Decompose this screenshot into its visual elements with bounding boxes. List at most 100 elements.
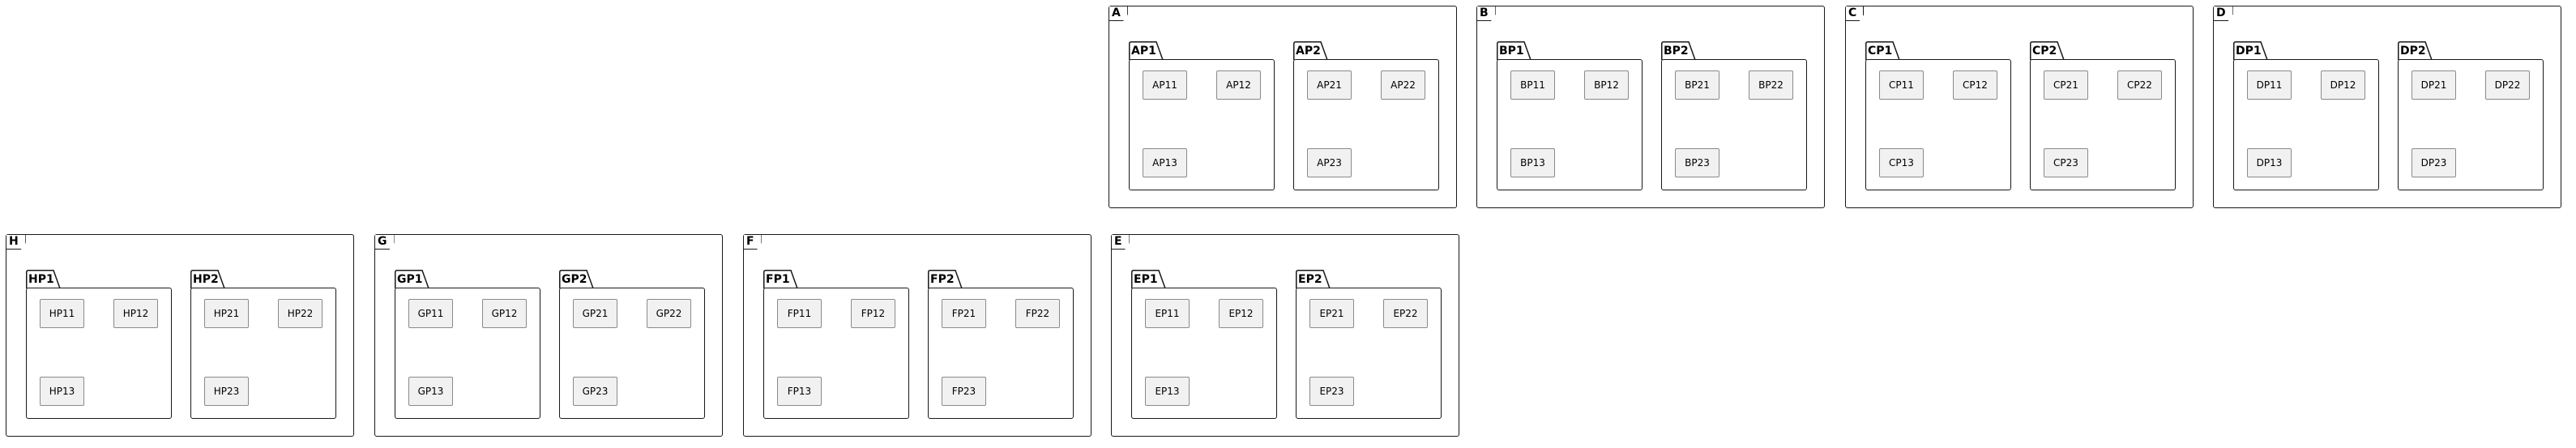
package-tab-shape <box>559 270 594 289</box>
component-hp11[interactable]: HP11 <box>40 299 84 328</box>
component-ep22[interactable]: EP22 <box>1383 299 1428 328</box>
frame-label: F <box>744 235 762 250</box>
frame-label: B <box>1477 6 1496 21</box>
component-ap23[interactable]: AP23 <box>1307 148 1352 177</box>
component-bp21[interactable]: BP21 <box>1675 70 1719 100</box>
component-cp11[interactable]: CP11 <box>1879 70 1924 100</box>
component-hp23[interactable]: HP23 <box>204 377 249 406</box>
component-ap12[interactable]: AP12 <box>1216 70 1261 100</box>
component-fp22[interactable]: FP22 <box>1015 299 1060 328</box>
component-ap22[interactable]: AP22 <box>1381 70 1425 100</box>
component-cp12[interactable]: CP12 <box>1953 70 1997 100</box>
component-dp23[interactable]: DP23 <box>2412 148 2456 177</box>
component-gp22[interactable]: GP22 <box>647 299 691 328</box>
component-hp13[interactable]: HP13 <box>40 377 84 406</box>
component-gp12[interactable]: GP12 <box>482 299 527 328</box>
component-cp21[interactable]: CP21 <box>2044 70 2088 100</box>
package-label: DP1 <box>2236 45 2262 58</box>
package-tab-shape <box>1865 41 1900 61</box>
component-hp12[interactable]: HP12 <box>113 299 158 328</box>
package-label: EP1 <box>1134 273 1158 286</box>
component-cp23[interactable]: CP23 <box>2044 148 2088 177</box>
component-hp21[interactable]: HP21 <box>204 299 249 328</box>
component-ap13[interactable]: AP13 <box>1143 148 1187 177</box>
package-tab-shape <box>2030 41 2065 61</box>
package-tab-shape <box>928 270 963 289</box>
component-dp21[interactable]: DP21 <box>2412 70 2456 100</box>
component-ep23[interactable]: EP23 <box>1309 377 1354 406</box>
component-dp13[interactable]: DP13 <box>2247 148 2292 177</box>
component-fp12[interactable]: FP12 <box>851 299 895 328</box>
component-ap21[interactable]: AP21 <box>1307 70 1352 100</box>
component-gp21[interactable]: GP21 <box>573 299 617 328</box>
package-tab-shape <box>1131 270 1166 289</box>
package-label: EP2 <box>1298 273 1322 286</box>
component-ap11[interactable]: AP11 <box>1143 70 1187 100</box>
component-gp13[interactable]: GP13 <box>408 377 453 406</box>
component-ep21[interactable]: EP21 <box>1309 299 1354 328</box>
package-tab-shape <box>763 270 798 289</box>
component-bp13[interactable]: BP13 <box>1510 148 1555 177</box>
package-tab-shape <box>2233 41 2268 61</box>
component-dp11[interactable]: DP11 <box>2247 70 2292 100</box>
frame-label: H <box>6 235 26 250</box>
component-ep11[interactable]: EP11 <box>1145 299 1190 328</box>
component-dp22[interactable]: DP22 <box>2485 70 2530 100</box>
package-tab-shape <box>395 270 429 289</box>
package-tab-shape <box>1129 41 1164 61</box>
package-label: CP2 <box>2032 45 2057 58</box>
package-tab-shape <box>1296 270 1331 289</box>
package-label: BP1 <box>1499 45 1524 58</box>
component-ep13[interactable]: EP13 <box>1145 377 1190 406</box>
component-bp11[interactable]: BP11 <box>1510 70 1555 100</box>
frame-label: A <box>1109 6 1128 21</box>
component-cp22[interactable]: CP22 <box>2117 70 2162 100</box>
component-hp22[interactable]: HP22 <box>278 299 323 328</box>
package-label: FP1 <box>766 273 790 286</box>
component-fp21[interactable]: FP21 <box>942 299 986 328</box>
component-fp23[interactable]: FP23 <box>942 377 986 406</box>
component-bp23[interactable]: BP23 <box>1675 148 1719 177</box>
component-fp11[interactable]: FP11 <box>777 299 822 328</box>
package-label: DP2 <box>2400 45 2426 58</box>
package-label: AP2 <box>1296 45 1321 58</box>
component-ep12[interactable]: EP12 <box>1219 299 1263 328</box>
component-bp12[interactable]: BP12 <box>1584 70 1629 100</box>
component-gp23[interactable]: GP23 <box>573 377 617 406</box>
component-fp13[interactable]: FP13 <box>777 377 822 406</box>
component-bp22[interactable]: BP22 <box>1749 70 1793 100</box>
component-dp12[interactable]: DP12 <box>2321 70 2365 100</box>
package-label: FP2 <box>930 273 955 286</box>
component-cp13[interactable]: CP13 <box>1879 148 1924 177</box>
component-gp11[interactable]: GP11 <box>408 299 453 328</box>
package-label: GP1 <box>397 273 423 286</box>
